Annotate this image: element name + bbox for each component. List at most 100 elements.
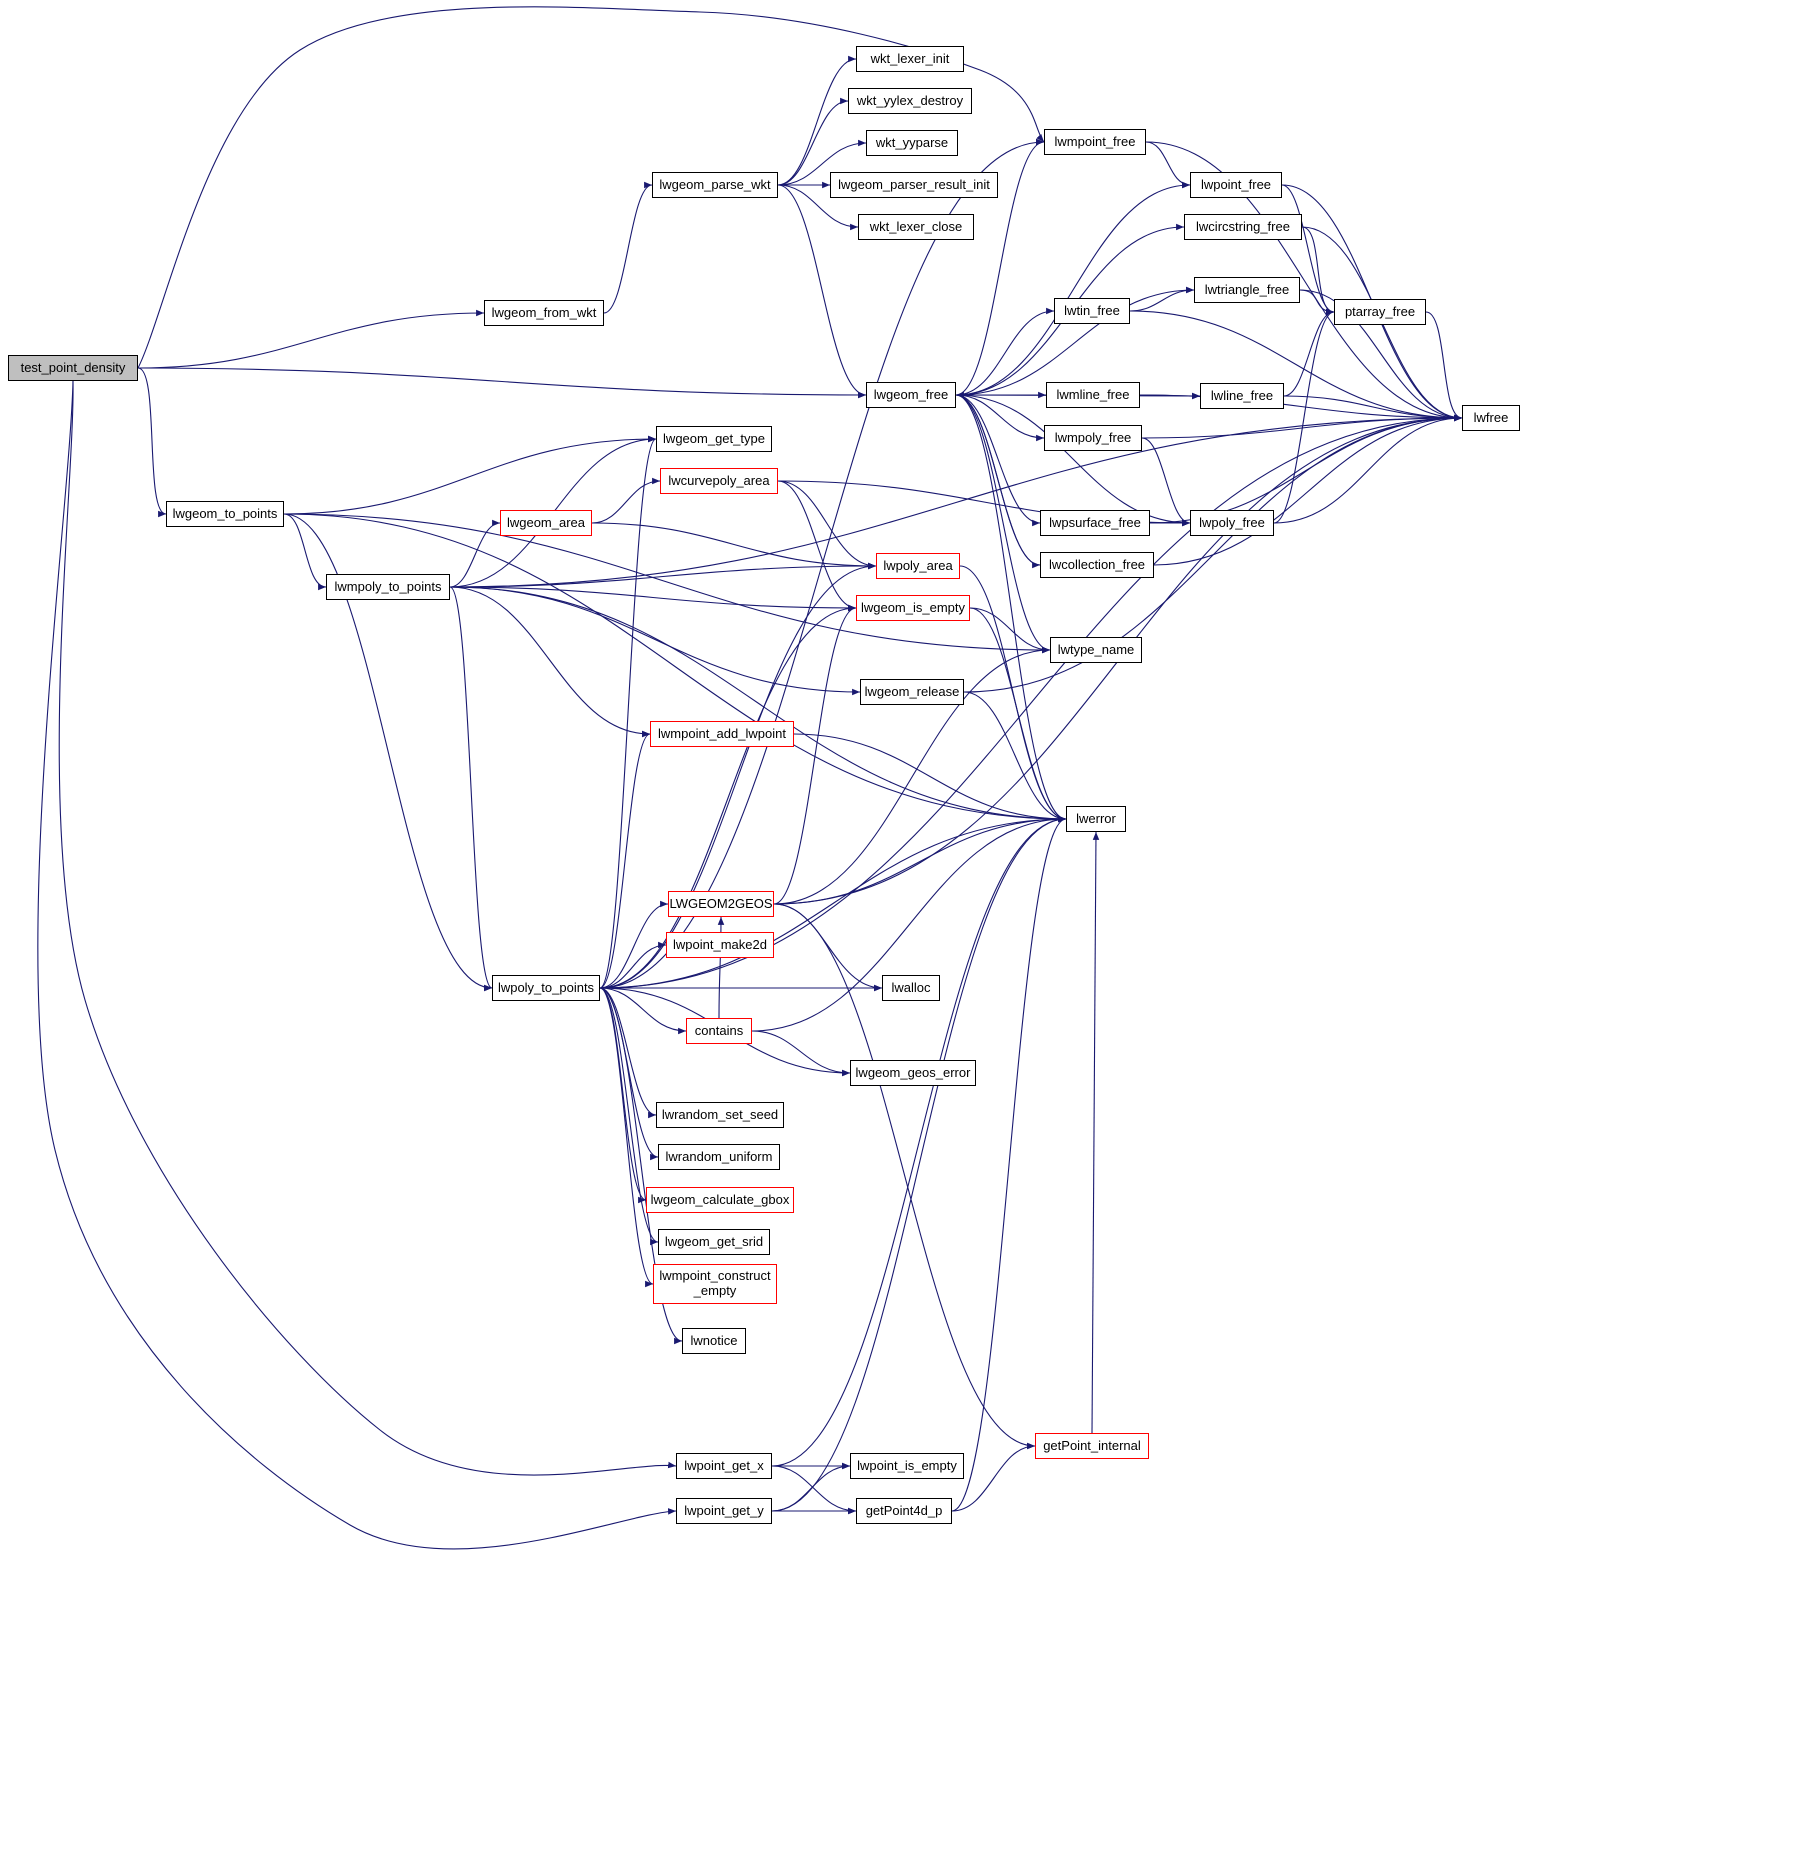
edge-lwgeom_parse_wkt-to-wkt_lexer_init (777, 55, 857, 186)
edge-lwgeom_release-to-lwerror (963, 691, 1067, 823)
node-lwpoint_get_y[interactable]: lwpoint_get_y (676, 1498, 772, 1524)
edge-LWGEOM2GEOS-to-lwgeom_is_empty (773, 604, 857, 905)
node-lwtype_name[interactable]: lwtype_name (1050, 637, 1142, 663)
edge-lwtin_free-to-lwfree (1129, 310, 1463, 422)
edge-lwmpoint_free-to-lwpoint_free (1145, 141, 1191, 189)
edge-lwpoint_get_x-to-lwerror (771, 815, 1067, 1467)
node-lwalloc[interactable]: lwalloc (882, 975, 940, 1001)
node-lwmline_free[interactable]: lwmline_free (1046, 382, 1140, 408)
node-lwgeom_area[interactable]: lwgeom_area (500, 510, 592, 536)
node-lwgeom_to_points[interactable]: lwgeom_to_points (166, 501, 284, 527)
edge-test_point_density-to-lwgeom_to_points (137, 367, 167, 518)
node-lwpoly_to_points[interactable]: lwpoly_to_points (492, 975, 600, 1001)
node-lwgeom_calculate_gbox[interactable]: lwgeom_calculate_gbox (646, 1187, 794, 1213)
node-lwtin_free[interactable]: lwtin_free (1054, 298, 1130, 324)
edge-test_point_density-to-lwpoint_get_y (37, 380, 677, 1550)
edge-LWGEOM2GEOS-to-lwtype_name (773, 646, 1051, 905)
edge-lwmpoint_add_lwpoint-to-lwerror (793, 733, 1067, 823)
node-LWGEOM2GEOS[interactable]: LWGEOM2GEOS (668, 891, 774, 917)
edge-lwpoly_to_points-to-LWGEOM2GEOS (599, 900, 669, 989)
node-lwmpoint_add_lwpoint[interactable]: lwmpoint_add_lwpoint (650, 721, 794, 747)
edge-lwcollection_free-to-lwfree (1153, 414, 1463, 566)
node-lwrandom_set_seed[interactable]: lwrandom_set_seed (656, 1102, 784, 1128)
edge-contains-to-lwerror (751, 815, 1067, 1032)
edge-lwgeom_free-to-lwmpoly_free (955, 394, 1045, 442)
node-lwpoint_make2d[interactable]: lwpoint_make2d (666, 932, 774, 958)
edge-getPoint4d_p-to-getPoint_internal (951, 1442, 1036, 1512)
node-lwgeom_get_type[interactable]: lwgeom_get_type (656, 426, 772, 452)
node-lwmpoly_free[interactable]: lwmpoly_free (1044, 425, 1142, 451)
node-lwgeom_geos_error[interactable]: lwgeom_geos_error (850, 1060, 976, 1086)
edge-lwtin_free-to-lwtriangle_free (1129, 286, 1195, 312)
node-getPoint4d_p[interactable]: getPoint4d_p (856, 1498, 952, 1524)
edge-lwcollection_free-to-lwgeom_free (955, 391, 1041, 566)
node-lwgeom_parser_result_init[interactable]: lwgeom_parser_result_init (830, 172, 998, 198)
node-lwgeom_parse_wkt[interactable]: lwgeom_parse_wkt (652, 172, 778, 198)
node-lwline_free[interactable]: lwline_free (1200, 383, 1284, 409)
node-lwerror[interactable]: lwerror (1066, 806, 1126, 832)
edge-lwgeom_free-to-lwpoint_free (955, 181, 1191, 396)
edge-lwgeom_to_points-to-lwmpoly_to_points (283, 513, 327, 591)
node-lwtriangle_free[interactable]: lwtriangle_free (1194, 277, 1300, 303)
node-lwcollection_free[interactable]: lwcollection_free (1040, 552, 1154, 578)
edge-lwpoly_to_points-to-lwrandom_set_seed (599, 987, 657, 1119)
node-lwgeom_from_wkt[interactable]: lwgeom_from_wkt (484, 300, 604, 326)
node-lwnotice[interactable]: lwnotice (682, 1328, 746, 1354)
edge-lwgeom_free-to-lwerror (955, 394, 1067, 823)
node-ptarray_free[interactable]: ptarray_free (1334, 299, 1426, 325)
node-lwgeom_free[interactable]: lwgeom_free (866, 382, 956, 408)
edge-lwgeom_parse_wkt-to-wkt_lexer_close (777, 184, 859, 231)
node-getPoint_internal[interactable]: getPoint_internal (1035, 1433, 1149, 1459)
node-lwmpoint_construct_empty[interactable]: lwmpoint_construct _empty (653, 1264, 777, 1304)
edge-lwcurvepoly_area-to-lwgeom_is_empty (777, 480, 857, 612)
edge-lwmpoly_to_points-to-lwpoly_to_points (449, 586, 493, 992)
node-wkt_lexer_init[interactable]: wkt_lexer_init (856, 46, 964, 72)
edge-LWGEOM2GEOS-to-getPoint_internal (773, 903, 1036, 1450)
node-wkt_yylex_destroy[interactable]: wkt_yylex_destroy (848, 88, 972, 114)
edge-lwpoly_to_points-to-lwgeom_get_srid (599, 987, 659, 1246)
node-lwpoint_get_x[interactable]: lwpoint_get_x (676, 1453, 772, 1479)
node-lwmpoly_to_points[interactable]: lwmpoly_to_points (326, 574, 450, 600)
edge-lwpoly_to_points-to-lwpoly_area (599, 562, 877, 989)
edge-lwgeom_free-to-lwmpoint_free (955, 138, 1045, 396)
node-lwpsurface_free[interactable]: lwpsurface_free (1040, 510, 1150, 536)
node-lwfree[interactable]: lwfree (1462, 405, 1520, 431)
node-lwgeom_get_srid[interactable]: lwgeom_get_srid (658, 1229, 770, 1255)
edge-lwgeom_to_points-to-lwerror (283, 513, 1067, 823)
node-lwcurvepoly_area[interactable]: lwcurvepoly_area (660, 468, 778, 494)
edge-lwpoly_to_points-to-contains (599, 987, 687, 1035)
node-lwpoint_is_empty[interactable]: lwpoint_is_empty (850, 1453, 964, 1479)
node-lwcircstring_free[interactable]: lwcircstring_free (1184, 214, 1302, 240)
node-lwpoly_free[interactable]: lwpoly_free (1190, 510, 1274, 536)
edge-test_point_density-to-lwpoint_get_x (58, 380, 677, 1476)
edge-lwpoly_to_points-to-lwmpoint_free (599, 138, 1045, 989)
edge-lwgeom_free-to-lwpsurface_free (955, 394, 1041, 527)
edge-lwgeom_from_wkt-to-lwgeom_parse_wkt (603, 181, 653, 314)
node-lwmpoint_free[interactable]: lwmpoint_free (1044, 129, 1146, 155)
node-lwrandom_uniform[interactable]: lwrandom_uniform (658, 1144, 780, 1170)
edge-lwgeom_free-to-lwpoly_free (955, 394, 1191, 527)
edge-lwpoly_to_points-to-lwgeom_get_type (599, 435, 657, 989)
node-lwpoly_area[interactable]: lwpoly_area (876, 553, 960, 579)
node-lwgeom_release[interactable]: lwgeom_release (860, 679, 964, 705)
edge-lwpoly_to_points-to-lwerror (599, 815, 1067, 989)
edge-lwmpoly_to_points-to-lwgeom_is_empty (449, 586, 857, 612)
edge-contains-to-LWGEOM2GEOS (717, 916, 725, 1019)
edge-test_point_density-to-lwmpoint_free (137, 6, 1045, 369)
edge-lwpoly_to_points-to-lwrandom_uniform (599, 987, 659, 1161)
edge-lwgeom_parse_wkt-to-wkt_yyparse (777, 139, 867, 186)
edge-lwgeom_is_empty-to-lwtype_name (969, 607, 1051, 654)
edge-lwpoly_to_points-to-lwnotice (599, 987, 683, 1345)
edge-lwline_free-to-lwfree (1283, 395, 1463, 422)
node-lwgeom_is_empty[interactable]: lwgeom_is_empty (856, 595, 970, 621)
edge-lwmpoly_to_points-to-lwgeom_area (449, 519, 501, 588)
node-wkt_yyparse[interactable]: wkt_yyparse (866, 130, 958, 156)
node-wkt_lexer_close[interactable]: wkt_lexer_close (858, 214, 974, 240)
edge-lwgeom_area-to-lwcurvepoly_area (591, 477, 661, 524)
edge-lwgeom_release-to-lwfree (963, 414, 1463, 693)
edge-lwmpoly_to_points-to-lwfree (449, 414, 1463, 588)
node-lwpoint_free[interactable]: lwpoint_free (1190, 172, 1282, 198)
node-test_point_density: test_point_density (8, 355, 138, 381)
node-contains[interactable]: contains (686, 1018, 752, 1044)
edge-lwpoint_get_x-to-getPoint4d_p (771, 1465, 857, 1515)
